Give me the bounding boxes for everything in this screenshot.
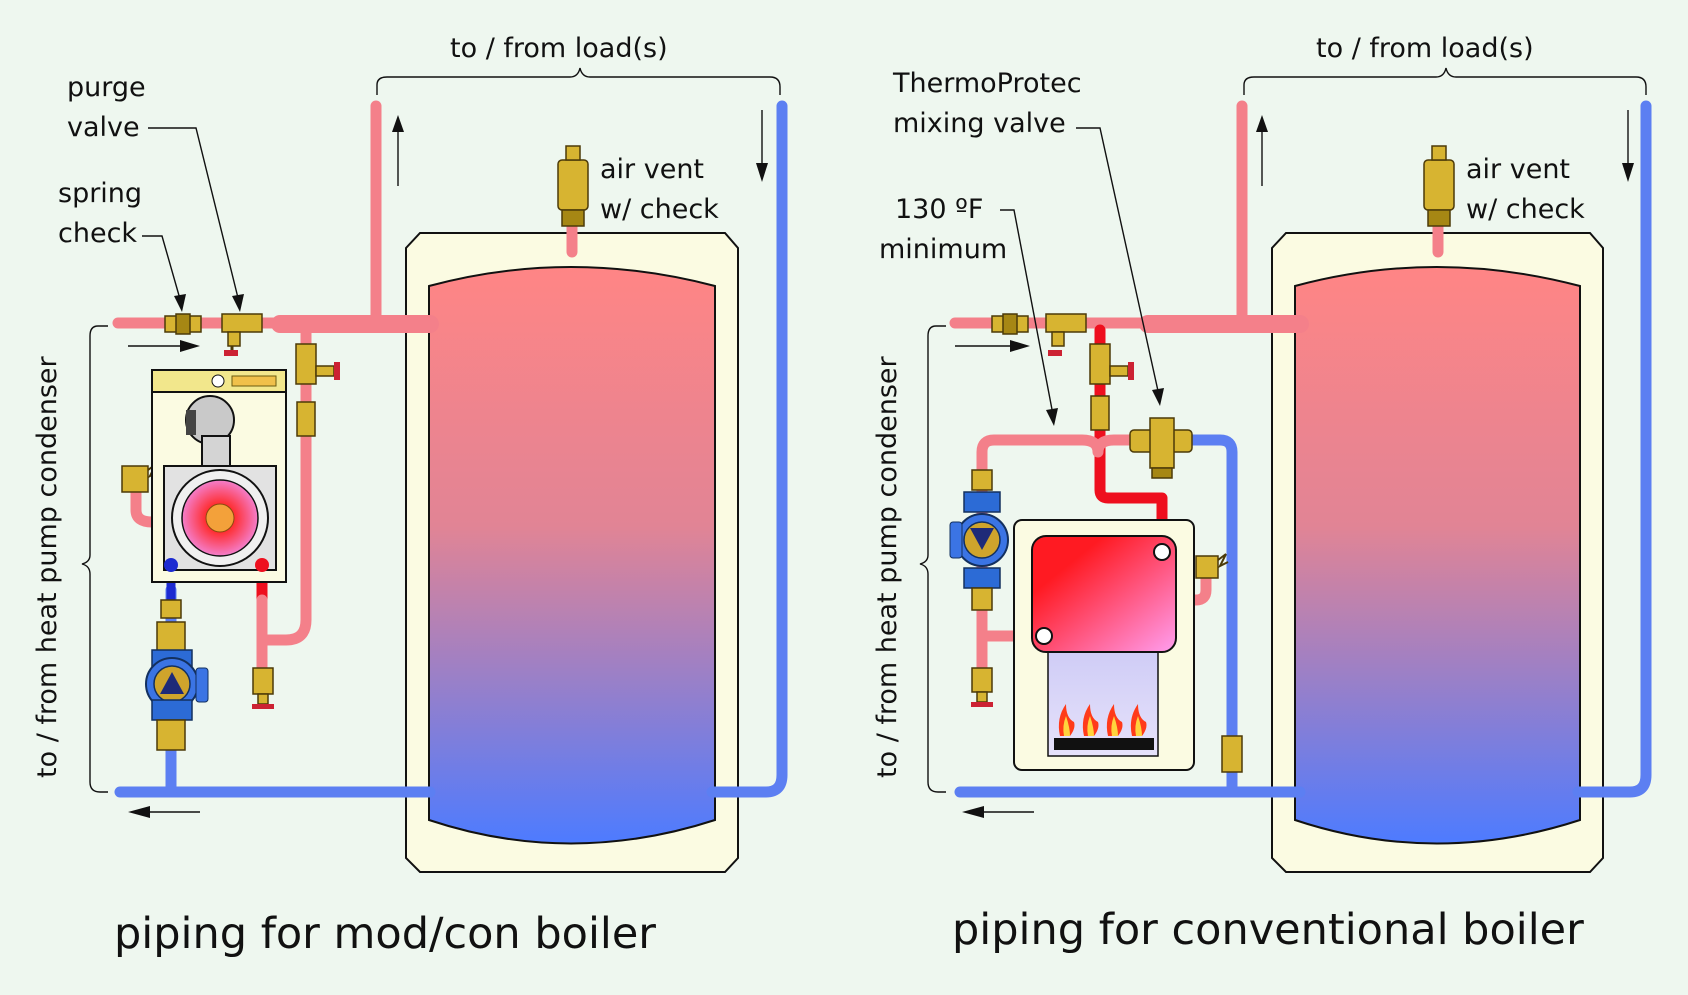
left-purge-label-line1: purge [67, 72, 146, 103]
right-supply-flow-check [1090, 395, 1110, 431]
left-relief-pipe [130, 474, 158, 528]
left-load-label: to / from load(s) [450, 33, 668, 64]
right-load-brace [1243, 67, 1647, 95]
right-min-leader-arrow [1046, 408, 1058, 426]
right-relief-valve [1195, 553, 1229, 579]
right-boiler-flames [1058, 704, 1147, 736]
left-modcon-boiler [151, 369, 287, 583]
right-min-leader [1000, 209, 1055, 421]
left-storage-tank [405, 232, 739, 873]
left-circulator-pump [145, 599, 209, 751]
right-valve-leader-arrow [1152, 388, 1164, 406]
right-purge-valve [1045, 313, 1087, 356]
right-return-flow-check [1221, 735, 1243, 773]
left-side-brace [81, 325, 108, 793]
right-storage-tank [1271, 232, 1604, 873]
left-supply-flow-check [296, 401, 316, 437]
left-purge-leader-arrow [232, 294, 244, 312]
left-spring-label-line2: check [58, 218, 137, 249]
right-vent-label-line1: air vent [1466, 154, 1570, 185]
right-drain-valve [971, 667, 993, 707]
right-boiler-burner-bar [1054, 738, 1154, 750]
right-valve-label-line2: mixing valve [893, 108, 1066, 139]
left-boiler-supply-pipe [256, 324, 312, 646]
right-boiler-heat-exchanger [1031, 535, 1177, 653]
right-valve-leader [1076, 127, 1161, 401]
right-cold-to-mix [1184, 434, 1238, 798]
right-min-label-line2: minimum [879, 234, 1007, 265]
left-vent-label-line2: w/ check [600, 194, 719, 225]
right-relief-branch [1170, 564, 1212, 606]
left-supply-isolation-valve [295, 343, 340, 385]
right-boiler-supply-red [1094, 324, 1168, 554]
right-supply-isolation-valve [1089, 343, 1134, 385]
right-tank-vessel [1294, 266, 1581, 845]
right-vent-label-line2: w/ check [1466, 194, 1585, 225]
right-thermoprotec-valve [1129, 417, 1193, 479]
left-purge-label-line2: valve [67, 112, 140, 143]
left-relief-valve [121, 463, 159, 493]
left-diagram: to / from load(s) purge valve spring che… [32, 33, 788, 959]
left-purge-valve [221, 313, 263, 356]
right-conventional-boiler [1013, 519, 1195, 771]
left-title: piping for mod/con boiler [114, 909, 656, 959]
left-spring-leader [142, 235, 183, 307]
right-title: piping for conventional boiler [952, 905, 1584, 955]
left-vent-label-line1: air vent [600, 154, 704, 185]
right-valve-label-line1: ThermoProtec [892, 68, 1082, 99]
left-spring-leader-arrow [174, 294, 186, 312]
right-min-label-line1: 130 ºF [895, 194, 983, 225]
left-spring-label-line1: spring [58, 178, 142, 209]
left-tank-vessel [428, 266, 716, 845]
right-loop-top-pipe [976, 434, 1146, 706]
right-diagram: to / from load(s) ThermoProtec mixing va… [872, 33, 1652, 955]
right-air-vent [1423, 145, 1455, 227]
left-drain-valve [252, 667, 274, 709]
right-side-label: to / from heat pump condenser [872, 355, 903, 778]
left-side-label: to / from heat pump condenser [32, 355, 63, 778]
left-load-brace [376, 67, 781, 95]
left-spring-check-valve [164, 313, 202, 335]
left-purge-leader [148, 127, 241, 307]
right-flow-arrows [955, 110, 1634, 818]
left-flow-arrows [128, 110, 768, 818]
right-return-pipe [1572, 100, 1652, 798]
right-spring-check-valve [991, 313, 1029, 335]
right-circulator-pump [949, 469, 1009, 611]
left-air-vent [557, 145, 589, 227]
right-load-label: to / from load(s) [1316, 33, 1534, 64]
right-side-brace [919, 325, 946, 793]
left-return-pipe [706, 100, 788, 798]
